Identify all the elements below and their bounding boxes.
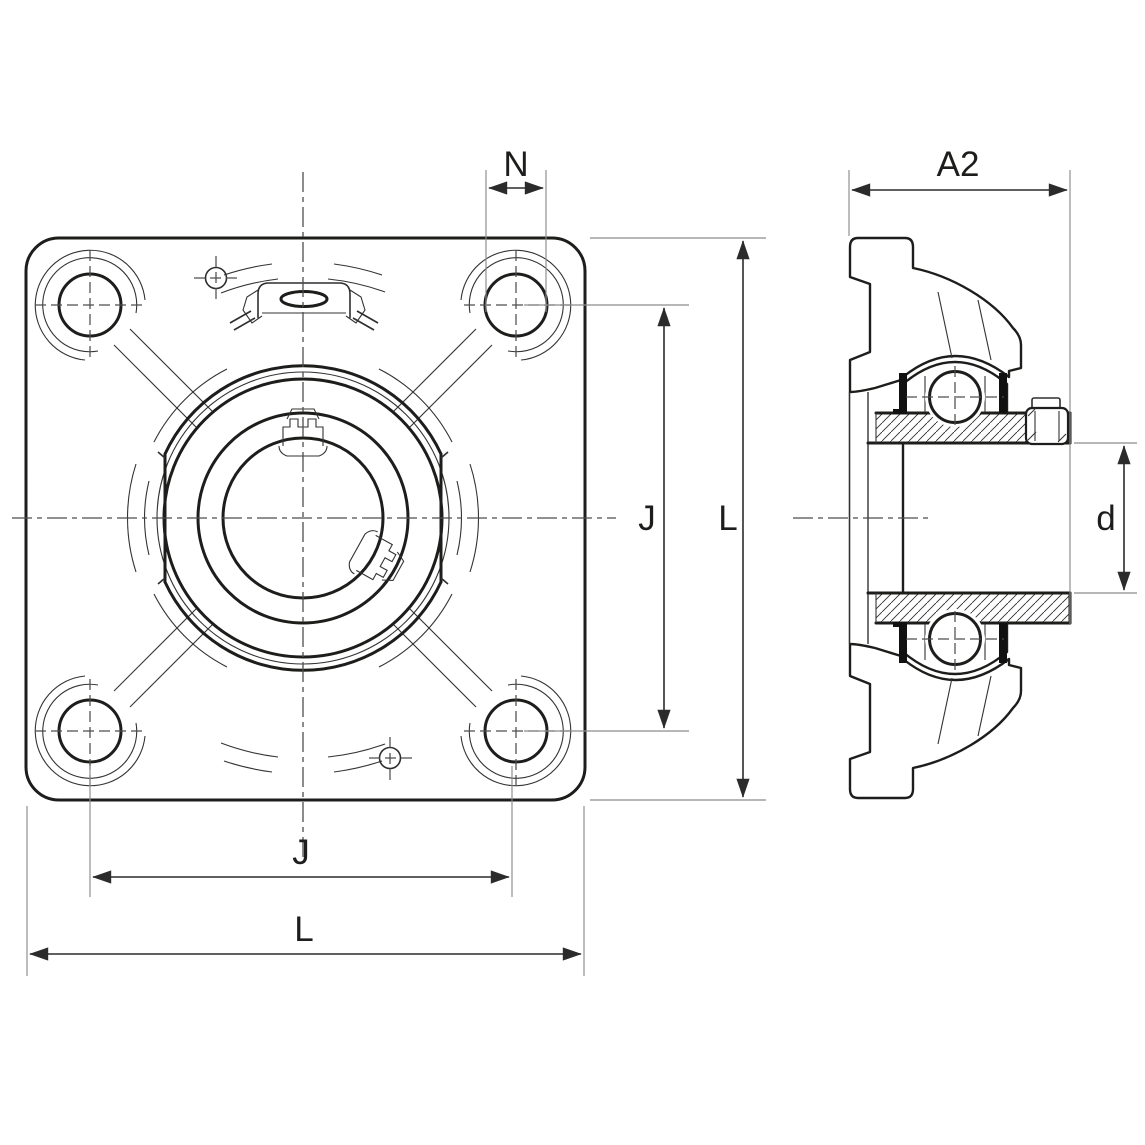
dimension-L-vertical: L	[590, 237, 766, 801]
flange-outline	[24, 236, 587, 802]
dim-label-J-vertical: J	[638, 499, 656, 538]
dimension-L-horizontal: L	[26, 806, 585, 976]
grease-fitting	[229, 282, 379, 331]
side-section-view	[793, 236, 1072, 800]
housing-section-bottom	[848, 642, 1023, 800]
dimension-d: d	[1074, 442, 1137, 594]
dimension-N: N	[485, 145, 547, 312]
seal-right	[999, 373, 1007, 413]
bolt-hole-corner-boss	[34, 249, 214, 429]
dim-label-L-vertical: L	[718, 499, 737, 538]
dim-label-A2: A2	[937, 145, 980, 184]
dim-label-d: d	[1096, 499, 1115, 538]
dim-label-N: N	[503, 145, 528, 184]
set-screw-boss	[1024, 397, 1070, 446]
seal-left	[899, 373, 907, 413]
dim-label-J-horizontal: J	[292, 833, 310, 872]
dimension-A2: A2	[848, 145, 1071, 625]
dimension-J-vertical: J	[524, 304, 689, 732]
small-hole-marker	[194, 256, 238, 300]
housing-section-top	[848, 236, 1023, 394]
dimension-J-horizontal: J	[89, 766, 513, 897]
front-view	[12, 172, 616, 862]
front-centerlines	[12, 172, 616, 862]
grease-nipple-icon	[279, 290, 329, 308]
dim-label-L-horizontal: L	[294, 910, 313, 949]
